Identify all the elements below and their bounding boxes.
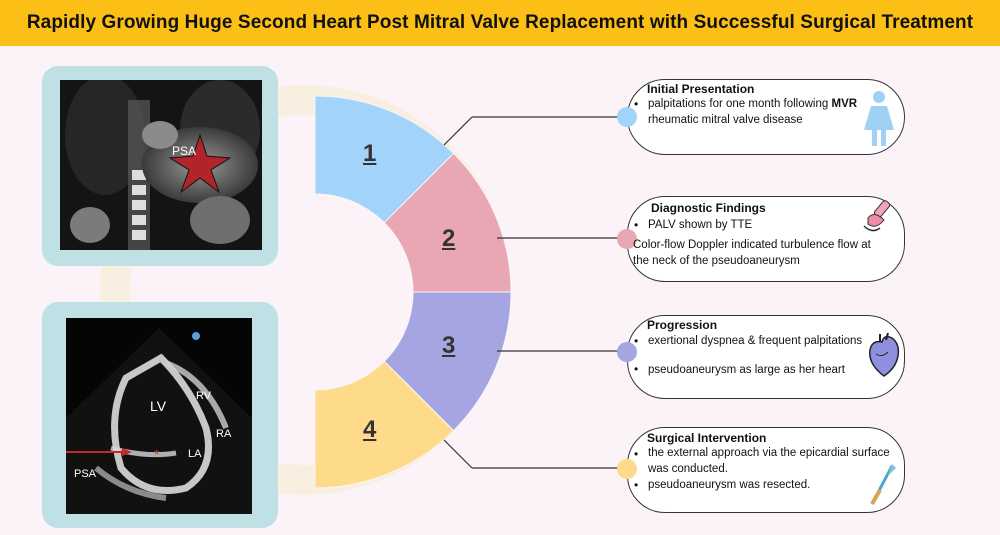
card-2-line3: the neck of the pseudoaneurysm bbox=[633, 255, 800, 267]
ultrasound-probe-icon bbox=[863, 200, 891, 232]
card-3-line1: exertional dyspnea & frequent palpitatio… bbox=[648, 335, 863, 347]
echo-image: LV RV RA LA PSA * bbox=[66, 318, 252, 514]
card-1-line1: palpitations for one month following MVR bbox=[648, 98, 858, 110]
card-1-title: Initial Presentation bbox=[647, 82, 755, 96]
card-1-bullet: • bbox=[634, 97, 639, 111]
card-2-title: Diagnostic Findings bbox=[651, 201, 766, 215]
scalpel-icon bbox=[870, 464, 896, 505]
card-surgical-intervention bbox=[627, 427, 905, 513]
card-1-line2: rheumatic mitral valve disease bbox=[648, 114, 803, 126]
title-bar: Rapidly Growing Huge Second Heart Post M… bbox=[0, 0, 1000, 46]
echo-psa-label: PSA bbox=[74, 468, 97, 480]
card-2-dot bbox=[617, 229, 637, 249]
heart-icon bbox=[869, 332, 900, 377]
card-4-line2: was conducted. bbox=[648, 463, 728, 475]
echo-ra-label: RA bbox=[216, 428, 232, 440]
echo-la-label: LA bbox=[188, 448, 202, 460]
echo-lv-label: LV bbox=[150, 398, 167, 414]
echo-star-marker: * bbox=[154, 446, 160, 462]
card-3-bullet: • bbox=[634, 334, 639, 348]
connector-4 bbox=[443, 439, 473, 469]
card-diagnostic-findings bbox=[627, 196, 905, 282]
segment-number-2: 2 bbox=[442, 225, 456, 252]
echo-graphic bbox=[66, 328, 252, 514]
card-2-line2: Color-flow Doppler indicated turbulence … bbox=[633, 239, 871, 251]
card-2-line1: PALV shown by TTE bbox=[648, 219, 753, 231]
ct-psa-label: PSA bbox=[172, 144, 197, 158]
card-4-line1: the external approach via the epicardial… bbox=[648, 447, 890, 459]
card-progression bbox=[627, 315, 905, 399]
card-4-line3: pseudoaneurysm was resected. bbox=[648, 479, 811, 491]
card-3-line2: pseudoaneurysm as large as her heart bbox=[648, 364, 845, 376]
card-3-dot bbox=[617, 342, 637, 362]
card-4-bullet: • bbox=[634, 447, 639, 461]
segment-number-1: 1 bbox=[363, 140, 377, 167]
page-title: Rapidly Growing Huge Second Heart Post M… bbox=[26, 12, 974, 33]
card-4-title: Surgical Intervention bbox=[647, 431, 767, 445]
ct-scan-graphic bbox=[60, 80, 262, 250]
card-3-bullet-2: • bbox=[634, 362, 639, 376]
segment-4 bbox=[314, 360, 455, 489]
card-1-dot bbox=[617, 107, 637, 127]
card-4-bullet-2: • bbox=[634, 478, 639, 492]
echo-rv-label: RV bbox=[196, 390, 212, 402]
card-3-title: Progression bbox=[647, 318, 718, 332]
segment-number-4: 4 bbox=[363, 416, 377, 443]
woman-icon bbox=[864, 91, 894, 146]
card-2-bullet: • bbox=[634, 218, 639, 232]
card-initial-presentation bbox=[627, 79, 905, 155]
card-4-dot bbox=[617, 459, 637, 479]
ct-image: PSA bbox=[60, 80, 262, 250]
connector-1 bbox=[443, 116, 473, 146]
segment-number-3: 3 bbox=[442, 332, 456, 359]
